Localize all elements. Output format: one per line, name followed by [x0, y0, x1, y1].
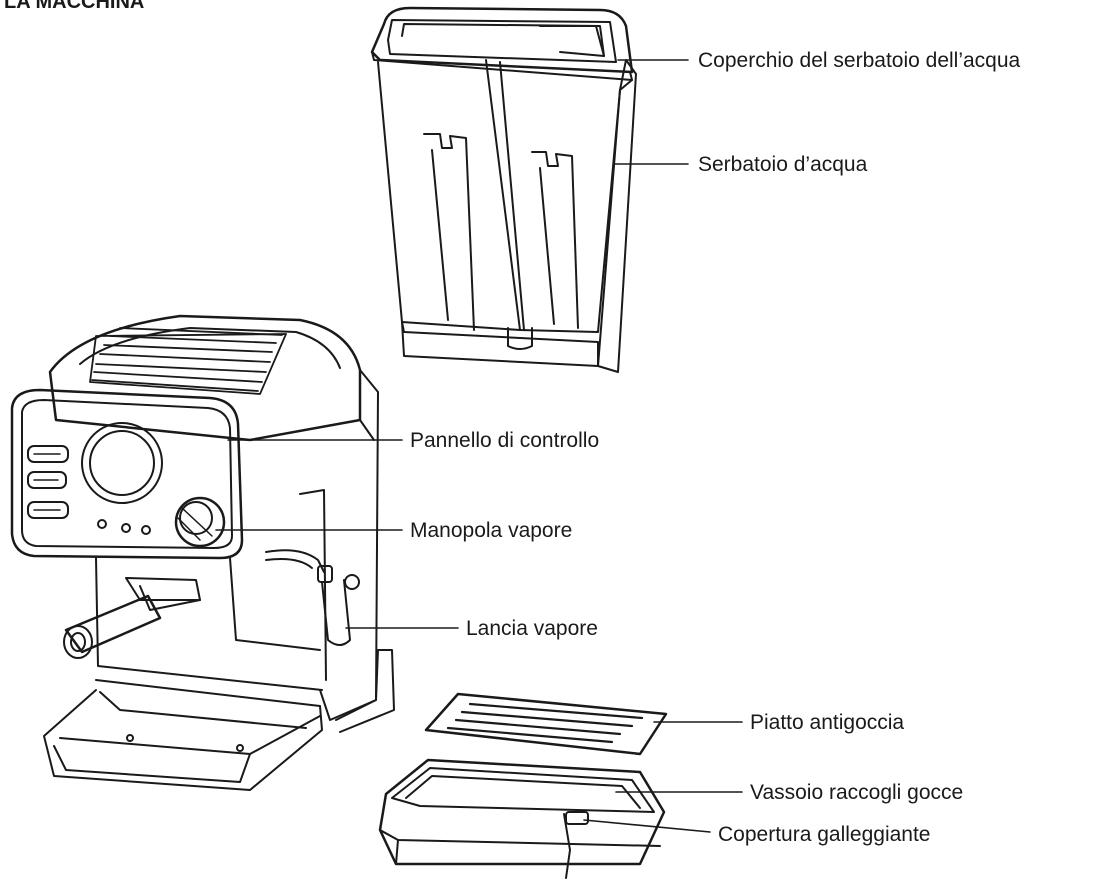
cup-warmer-grille	[89, 327, 287, 395]
steam-wand	[265, 549, 360, 646]
label-steam-wand: Lancia vapore	[466, 617, 598, 640]
portafilter	[63, 577, 201, 659]
page-heading: LA MACCHINA	[4, 0, 145, 13]
leader-lines	[215, 59, 743, 833]
control-panel	[10, 388, 244, 560]
label-drip-plate: Piatto antigoccia	[750, 711, 905, 734]
label-control-panel: Pannello di controllo	[410, 429, 600, 452]
water-tank-drawing	[370, 6, 637, 373]
machine-base	[43, 649, 395, 791]
water-tank-lid	[370, 6, 634, 81]
drip-tray-drawing	[378, 758, 666, 879]
leader-float-cover	[583, 819, 711, 833]
label-float-cover: Copertura galleggiante	[718, 823, 931, 846]
water-tank-body	[377, 59, 637, 373]
label-drip-tray: Vassoio raccogli gocce	[750, 781, 964, 804]
label-steam-knob: Manopola vapore	[410, 519, 573, 542]
label-water-tank-lid: Coperchio del serbatoio dell’acqua	[698, 49, 1021, 72]
label-water-tank: Serbatoio d’acqua	[698, 153, 868, 176]
espresso-machine	[10, 314, 395, 791]
drip-plate-drawing	[424, 692, 668, 756]
steam-knob	[174, 496, 226, 548]
